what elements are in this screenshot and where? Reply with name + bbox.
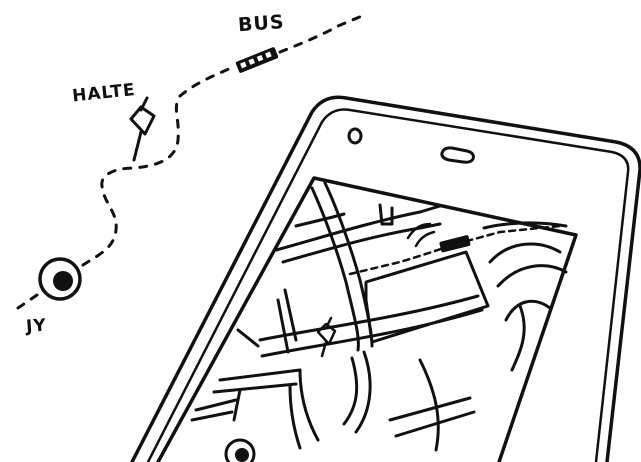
- map-bus-stop-icon: [318, 318, 335, 356]
- bus-stop-icon: [131, 98, 154, 160]
- user-location-icon: [40, 259, 80, 299]
- bus-stop-label: HALTE: [71, 80, 136, 107]
- speaker-icon: [442, 148, 474, 162]
- smartphone: [132, 97, 640, 462]
- route-path: [18, 16, 362, 308]
- map-bus-icon: [439, 235, 471, 253]
- map-user-location-icon: [226, 440, 254, 462]
- map-streets: [192, 183, 566, 450]
- user-label: JY: [24, 316, 47, 337]
- camera-icon: [349, 129, 361, 143]
- bus-label: BUS: [237, 11, 285, 36]
- phone-body-inner-edge: [148, 110, 628, 462]
- bus-icon: [235, 47, 278, 74]
